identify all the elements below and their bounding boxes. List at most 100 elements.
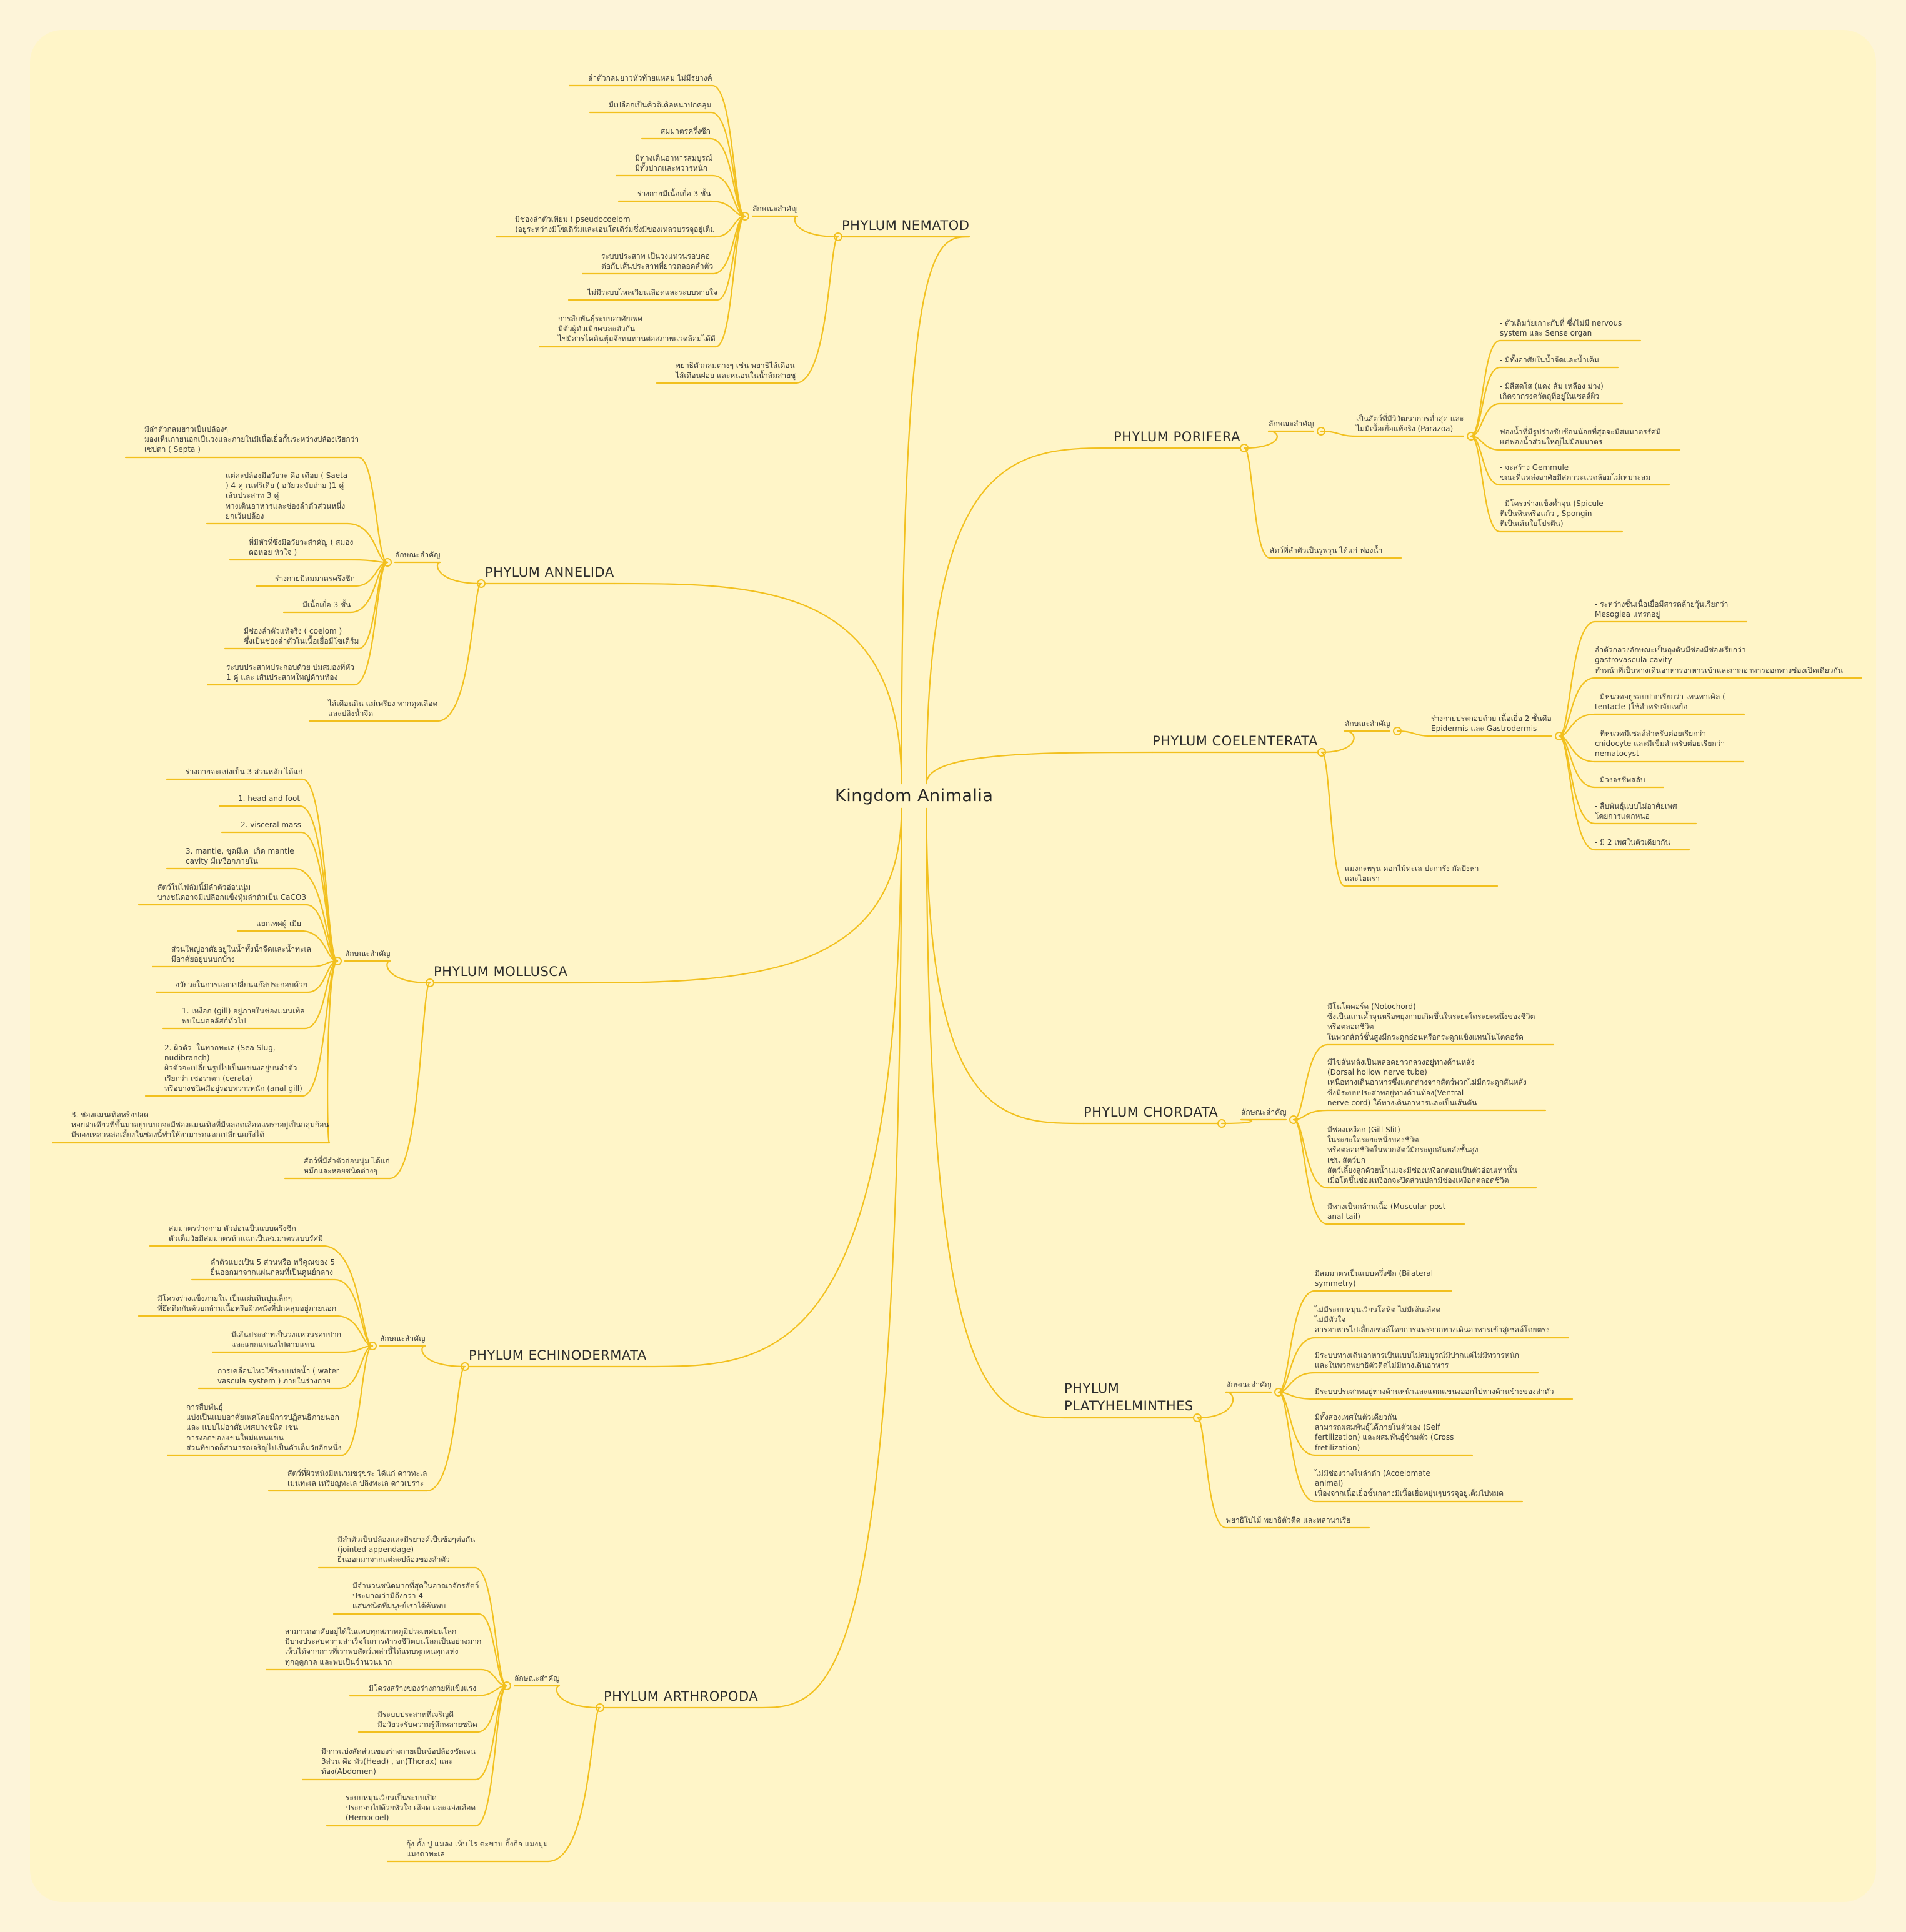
coelenterata-feature[interactable]: - ระหว่างชั้นเนื้อเยื่อมีสารคล้ายวุ้นเรี…: [1595, 600, 1729, 619]
coelenterata-mid[interactable]: ร่างกายประกอบด้วย เนื้อเยื่อ 2 ชั้นคือ E…: [1431, 714, 1552, 734]
nematod-feature[interactable]: มีช่องลำตัวเทียม ( pseudocoelom )อยู่ระห…: [515, 215, 716, 234]
echinodermata-feature[interactable]: มีโครงร่างแข็งภายใน เป็นแผ่นหินปูนเล็กๆ …: [157, 1294, 337, 1313]
coelenterata-feature[interactable]: - ลำตัวกลวงลักษณะเป็นถุงตันมีช่องมีช่องเ…: [1595, 635, 1843, 675]
platyhelminthes-feature[interactable]: ไม่มีช่องว่างในลำตัว (Acoelomate animal)…: [1315, 1469, 1504, 1498]
mollusca-feature[interactable]: 2. visceral mass: [241, 820, 301, 829]
category-label[interactable]: ลักษณะสำคัญ: [1269, 419, 1314, 428]
echinodermata-feature[interactable]: สมมาตรร่างกาย ตัวอ่อนเป็นแบบครึ่งซีก ตัว…: [169, 1224, 323, 1243]
category-label[interactable]: ลักษณะสำคัญ: [380, 1334, 426, 1343]
arthropoda-feature[interactable]: มีระบบประสาทที่เจริญดี มีอวัยวะรับความรู…: [377, 1710, 477, 1730]
category-label[interactable]: ลักษณะสำคัญ: [752, 204, 798, 213]
feature-connector: [346, 522, 389, 564]
annelida-feature[interactable]: แต่ละปล้องมีอวัยวะ คือ เดือย ( Saeta ) 4…: [226, 471, 348, 520]
mollusca-feature[interactable]: อวัยวะในการแลกเปลี่ยนแก๊สประกอบด้วย: [175, 980, 307, 989]
annelida-examples[interactable]: ไส้เดือนดิน แม่เพรียง ทากดูดเลือด และปลิ…: [328, 699, 438, 719]
feature-connector: [352, 559, 389, 564]
arthropoda-feature[interactable]: มีลำตัวเป็นปล้องและมีรยางค์เป็นข้อๆต่อกั…: [337, 1535, 476, 1565]
arthropoda-feature[interactable]: มีโครงสร้างของร่างกายที่แข็งแรง: [369, 1684, 477, 1693]
mollusca-feature[interactable]: ส่วนใหญ่อาศัยอยู่ในน้ำทั้งน้ำจืดและน้ำทะ…: [171, 945, 311, 964]
arthropoda-examples[interactable]: กุ้ง กั้ง ปู แมลง เห็บ ไร ตะขาบ กิ้งกือ …: [406, 1840, 549, 1859]
mollusca-feature[interactable]: 1. เหงือก (gill) อยู่ภายในช่องแมนเทิล พบ…: [182, 1007, 305, 1026]
annelida-feature[interactable]: มีช่องลำตัวแท้จริง ( coelom ) ซึ่งเป็นช่…: [244, 627, 359, 646]
mollusca-feature[interactable]: สัตว์ในไฟลัมนี้มีลำตัวอ่อนนุ่ม บางชนิดอา…: [157, 883, 306, 902]
annelida-feature[interactable]: ร่างกายมีสมมาตรครึ่งซีก: [275, 574, 355, 583]
phylum-nematod[interactable]: PHYLUM NEMATOD: [842, 218, 970, 233]
echinodermata-feature[interactable]: ลำตัวแบ่งเป็น 5 ส่วนหรือ ทวีคูณของ 5 ยื่…: [211, 1258, 336, 1277]
mollusca-feature[interactable]: ร่างกายจะแบ่งเป็น 3 ส่วนหลัก ได้แก่: [186, 767, 303, 776]
phylum-to-example-line: [436, 582, 482, 722]
annelida-feature[interactable]: ระบบประสาทประกอบด้วย ปมสมองที่หัว 1 คู่ …: [226, 663, 354, 682]
category-label[interactable]: ลักษณะสำคัญ: [1226, 1380, 1272, 1389]
porifera-mid[interactable]: เป็นสัตว์ที่มีวิวัฒนาการต่ำสุด และ ไม่มี…: [1356, 414, 1464, 434]
porifera-feature[interactable]: - ตัวเต็มวัยเกาะกับที่ ซึ่งไม่มี nervous…: [1500, 319, 1622, 338]
porifera-feature[interactable]: - มีโครงร่างแข็งค้ำจุน (Spicule ที่เป็นห…: [1500, 499, 1604, 529]
phylum-to-category-line: [794, 215, 839, 238]
coelenterata-feature[interactable]: - สืบพันธุ์แบบไม่อาศัยเพศ โดยการแตกหน่อ: [1595, 802, 1677, 821]
arthropoda-feature[interactable]: ระบบหมุนเวียนเป็นระบบเปิด ประกอบไปด้วยหั…: [346, 1793, 476, 1823]
arthropoda-feature[interactable]: มีจำนวนชนิดมากที่สุดในอาณาจักรสัตว์ ประม…: [352, 1581, 479, 1611]
echinodermata-examples[interactable]: สัตว์ที่ผิวหนังมีหนามขรุขระ ได้แก่ ดาวทะ…: [287, 1469, 427, 1488]
phylum-echinodermata[interactable]: PHYLUM ECHINODERMATA: [469, 1348, 647, 1363]
phylum-mollusca[interactable]: PHYLUM MOLLUSCA: [434, 964, 568, 979]
echinodermata-feature[interactable]: การสืบพันธุ์ แบ่งเป็นแบบอาศัยเพศโดยมีการ…: [186, 1403, 342, 1452]
chordata-feature[interactable]: มีไขสันหลังเป็นหลอดยาวกลวงอยู่ทางด้านหลั…: [1327, 1058, 1527, 1107]
phylum-arthropoda[interactable]: PHYLUM ARTHROPODA: [604, 1689, 759, 1704]
feature-connector: [1277, 1391, 1316, 1503]
echinodermata-feature[interactable]: การเคลื่อนไหวใช้ระบบท่อน้ำ ( water vascu…: [217, 1367, 339, 1386]
coelenterata-feature[interactable]: - มี 2 เพศในตัวเดียวกัน: [1595, 838, 1670, 847]
platyhelminthes-feature[interactable]: มีสมมาตรเป็นแบบครึ่งซีก (Bilateral symme…: [1315, 1269, 1434, 1288]
nematod-feature[interactable]: ร่างกายมีเนื้อเยื่อ 3 ชั้น: [637, 189, 711, 198]
porifera-examples[interactable]: สัตว์ที่ลำตัวเป็นรูพรุน ได้แก่ ฟองน้ำ: [1270, 546, 1383, 555]
mollusca-feature[interactable]: 1. head and foot: [238, 794, 301, 803]
chordata-feature[interactable]: มีช่องเหงือก (Gill Slit) ในระยะใดระยะหนึ…: [1327, 1125, 1517, 1185]
category-label[interactable]: ลักษณะสำคัญ: [1345, 719, 1390, 728]
platyhelminthes-feature[interactable]: มีทั้งสองเพศในตัวเดียวกัน สามารถผสมพันธุ…: [1315, 1413, 1454, 1452]
category-label[interactable]: ลักษณะสำคัญ: [345, 949, 391, 958]
porifera-feature[interactable]: - ฟองน้ำที่มีรูปร่างซับซ้อนน้อยที่สุดจะม…: [1500, 417, 1661, 447]
feature-connector: [709, 137, 746, 217]
mollusca-feature[interactable]: 3. ช่องแมนเทิลหรือปอด หอยฝาเดียวที่ขึ้นม…: [71, 1110, 329, 1140]
porifera-feature[interactable]: - มีสีสดใส (แดง ส้ม เหลือง ม่วง) เกิดจาก…: [1500, 382, 1604, 401]
nematod-feature[interactable]: มีทางเดินอาหารสมบูรณ์ มีทั้งปากและทวารหน…: [635, 154, 712, 173]
nematod-feature[interactable]: มีเปลือกเป็นคิวติเคิลหนาปกคลุม: [609, 101, 712, 109]
coelenterata-examples[interactable]: แมงกะพรุน ดอกไม้ทะเล ปะการัง กัลปังหา แล…: [1345, 864, 1479, 884]
nematod-feature[interactable]: ระบบประสาท เป็นวงแหวนรอบคอ ต่อกับเส้นประ…: [601, 252, 714, 271]
arthropoda-feature[interactable]: มีการแบ่งสัดส่วนของร่างกายเป็นข้อปล้องชั…: [321, 1747, 476, 1776]
nematod-feature[interactable]: ไม่มีระบบไหลเวียนเลือดและระบบหายใจ: [587, 288, 718, 297]
phylum-chordata[interactable]: PHYLUM CHORDATA: [1084, 1105, 1219, 1120]
porifera-feature[interactable]: - มีทั้งอาศัยในน้ำจืดและน้ำเค็ม: [1500, 356, 1599, 364]
platyhelminthes-feature[interactable]: ไม่มีระบบหมุนเวียนโลหิต ไม่มีเส้นเลือด ไ…: [1315, 1305, 1550, 1335]
mollusca-feature[interactable]: 3. mantle, ชุดมีเค เกิด mantle cavity มี…: [186, 847, 294, 866]
mollusca-examples[interactable]: สัตว์ที่มีลำตัวอ่อนนุ่ม ได้แก่ หมึกและหอ…: [304, 1157, 390, 1176]
coelenterata-feature[interactable]: - ที่หนวดมีเซลล์สำหรับต่อยเรียกว่า cnido…: [1595, 729, 1725, 759]
nematod-examples[interactable]: พยาธิตัวกลมต่างๆ เช่น พยาธิไส้เดือน ไส้เ…: [676, 361, 796, 381]
mollusca-feature[interactable]: 2. ผิวตัว ในทากทะเล (Sea Slug, nudibranc…: [164, 1043, 302, 1093]
arthropoda-feature[interactable]: สามารถอาศัยอยู่ได้ในแทบทุกสภาพภูมิประเทศ…: [285, 1627, 482, 1666]
annelida-feature[interactable]: มีลำตัวกลมยาวเป็นปล้องๆ มองเห็นภายนอกเป็…: [144, 425, 359, 454]
coelenterata-feature[interactable]: - มีหนวดอยู่รอบปากเรียกว่า เทนทาเคิล ( t…: [1595, 692, 1725, 712]
chordata-feature[interactable]: มีโนโตคอร์ด (Notochord) ซึ่งเป็นแกนค้ำจุ…: [1327, 1002, 1535, 1042]
chordata-feature[interactable]: มีหางเป็นกล้ามเนื้อ (Muscular post anal …: [1327, 1202, 1446, 1222]
platyhelminthes-feature[interactable]: มีระบบทางเดินอาหารเป็นแบบไม่สมบูรณ์มีปาก…: [1315, 1351, 1520, 1370]
mollusca-feature[interactable]: แยกเพศผู้-เมีย: [256, 919, 302, 928]
phylum-coelenterata[interactable]: PHYLUM COELENTERATA: [1152, 734, 1318, 749]
nematod-feature[interactable]: สมมาตรครึ่งซีก: [661, 127, 711, 136]
nematod-feature[interactable]: การสืบพันธุ์ระบบอาศัยเพศ มีตัวผู้ตัวเมีย…: [558, 314, 716, 344]
annelida-feature[interactable]: มีเนื้อเยื่อ 3 ชั้น: [302, 600, 351, 609]
platyhelminthes-examples[interactable]: พยาธิใบไม้ พยาธิตัวตืด และพลานาเรีย: [1226, 1516, 1351, 1525]
coelenterata-feature[interactable]: - มีวงจรชีพสลับ: [1595, 775, 1645, 784]
annelida-feature[interactable]: ที่มีหัวที่ซึ่งมีอวัยวะสำคัญ ( สมอง คอหอ…: [249, 538, 354, 557]
nematod-feature[interactable]: ลำตัวกลมยาวหัวท้ายแหลม ไม่มีรยางค์: [588, 74, 712, 82]
phylum-platyhelminthes[interactable]: PHYLUM PLATYHELMINTHES: [1064, 1381, 1194, 1414]
platyhelminthes-feature[interactable]: มีระบบประสาทอยู่ทางด้านหน้าและแตกแขนงออก…: [1315, 1387, 1554, 1396]
phylum-porifera[interactable]: PHYLUM PORIFERA: [1114, 429, 1241, 444]
category-label[interactable]: ลักษณะสำคัญ: [514, 1674, 560, 1683]
echinodermata-feature[interactable]: มีเส้นประสาทเป็นวงแหวนรอบปาก และแยกแขนงไ…: [231, 1330, 342, 1350]
feature-connector: [1470, 435, 1501, 533]
category-label[interactable]: ลักษณะสำคัญ: [395, 550, 441, 559]
phylum-annelida[interactable]: PHYLUM ANNELIDA: [485, 565, 614, 580]
porifera-feature[interactable]: - จะสร้าง Gemmule ขณะที่แหล่งอาศัยมีสภาว…: [1500, 463, 1651, 482]
root-node[interactable]: Kingdom Animalia: [835, 786, 994, 805]
phylum-to-example-line: [547, 1706, 601, 1863]
category-label[interactable]: ลักษณะสำคัญ: [1241, 1108, 1287, 1117]
